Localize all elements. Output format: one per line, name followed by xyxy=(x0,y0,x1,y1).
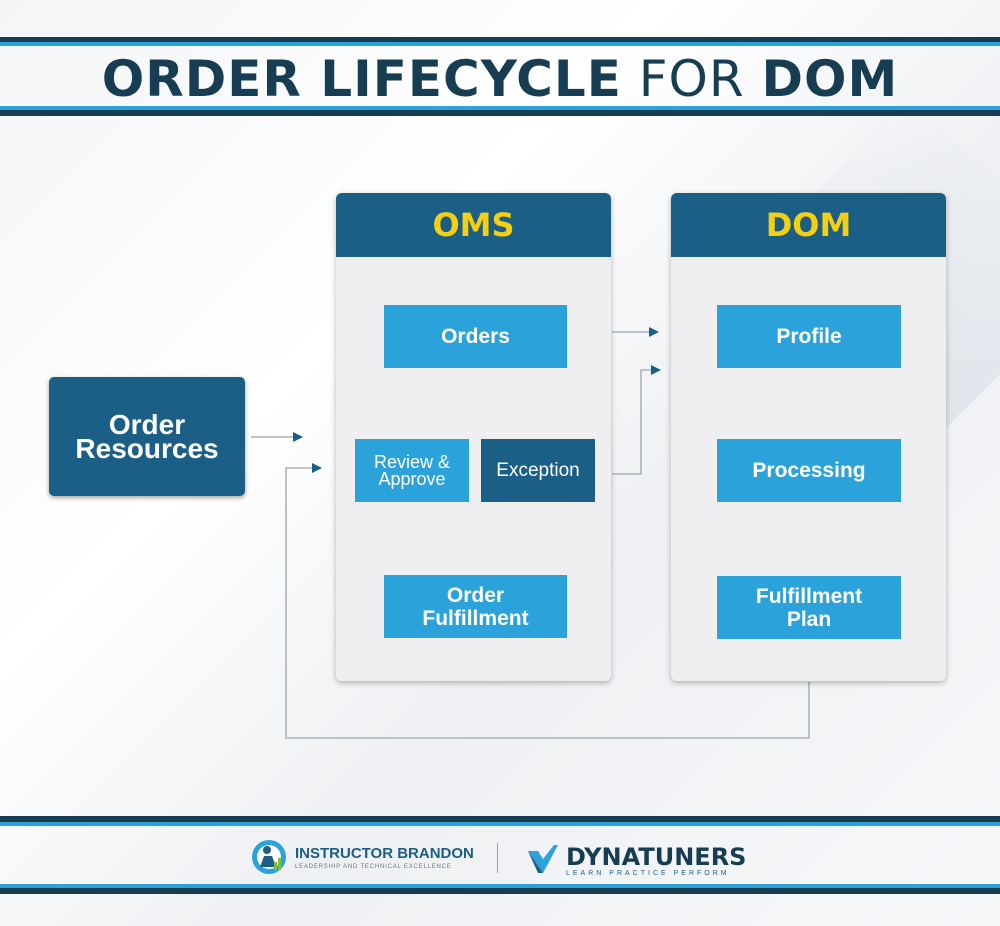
processing-box: Processing xyxy=(717,439,901,502)
footer-rule-top-dark xyxy=(0,816,1000,822)
order-fulfillment-box: Order Fulfillment xyxy=(384,575,567,638)
dom-heading: DOM xyxy=(671,193,946,257)
brand-dynatuners-tagline: LEARN PRACTICE PERFORM xyxy=(566,870,730,877)
page-title: ORDER LIFECYCLE FOR DOM xyxy=(101,50,899,108)
brand-instructor-brandon-tagline: LEADERSHIP AND TECHNICAL EXCELLENCE xyxy=(295,864,452,870)
fulfillment-plan-box: Fulfillment Plan xyxy=(717,576,901,639)
footer-divider xyxy=(497,843,498,873)
arrow-exception-to-dom xyxy=(612,365,661,475)
oms-panel: OMS xyxy=(336,193,611,681)
header-rule-top-dark xyxy=(0,37,1000,42)
footer-rule-bottom-blue xyxy=(0,884,1000,888)
oms-heading: OMS xyxy=(336,193,611,257)
orders-box: Orders xyxy=(384,305,567,368)
order-resources-box: Order Resources xyxy=(49,377,245,496)
exception-box: Exception xyxy=(481,439,595,502)
footer-rule-top-blue xyxy=(0,822,1000,826)
header-rule-bottom-blue xyxy=(0,106,1000,110)
dynatuners-logo-icon xyxy=(528,845,558,873)
header-rule-top-blue xyxy=(0,42,1000,46)
instructor-brandon-logo-icon xyxy=(252,840,286,874)
brand-dynatuners: DYNATUNERS xyxy=(566,843,747,871)
footer-rule-bottom-dark xyxy=(0,888,1000,894)
review-approve-box: Review & Approve xyxy=(355,439,469,502)
profile-box: Profile xyxy=(717,305,901,368)
brand-instructor-brandon: INSTRUCTOR BRANDON xyxy=(295,845,474,862)
header-rule-bottom-dark xyxy=(0,110,1000,116)
